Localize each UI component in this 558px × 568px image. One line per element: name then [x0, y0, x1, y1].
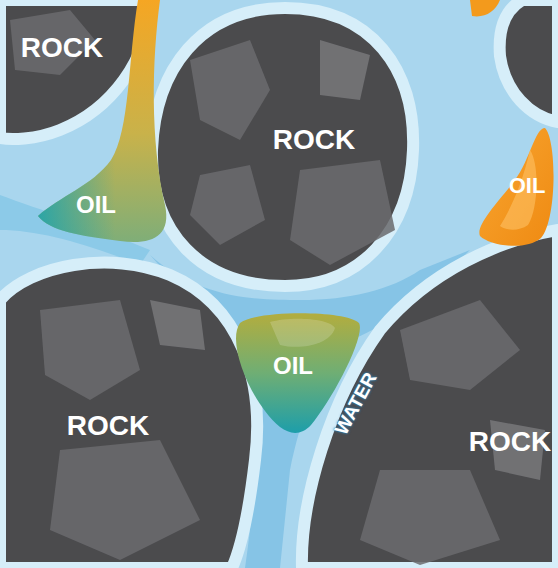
part-label: ROCK	[469, 428, 551, 456]
rock-texture	[290, 160, 395, 265]
part-label: OIL	[76, 193, 116, 217]
rock-grain	[0, 263, 257, 568]
rock-texture	[150, 300, 205, 350]
part-label: ROCK	[67, 412, 149, 440]
rock-grain	[152, 8, 413, 286]
part-label: OIL	[509, 175, 546, 197]
oil-droplet	[479, 128, 553, 246]
oil-droplet	[470, 0, 500, 16]
rock-texture	[40, 300, 140, 400]
rock-grain	[302, 230, 558, 568]
rock-grain	[500, 0, 558, 122]
rock-texture	[190, 40, 270, 140]
rock-texture	[360, 470, 500, 565]
rock-texture	[400, 300, 520, 390]
rock-texture	[50, 440, 200, 560]
part-label: ROCK	[21, 34, 103, 62]
oil-highlight	[270, 319, 335, 347]
rock-texture	[320, 40, 370, 100]
part-label: OIL	[273, 354, 313, 378]
part-label: ROCK	[273, 126, 355, 154]
rock-texture	[190, 165, 265, 245]
